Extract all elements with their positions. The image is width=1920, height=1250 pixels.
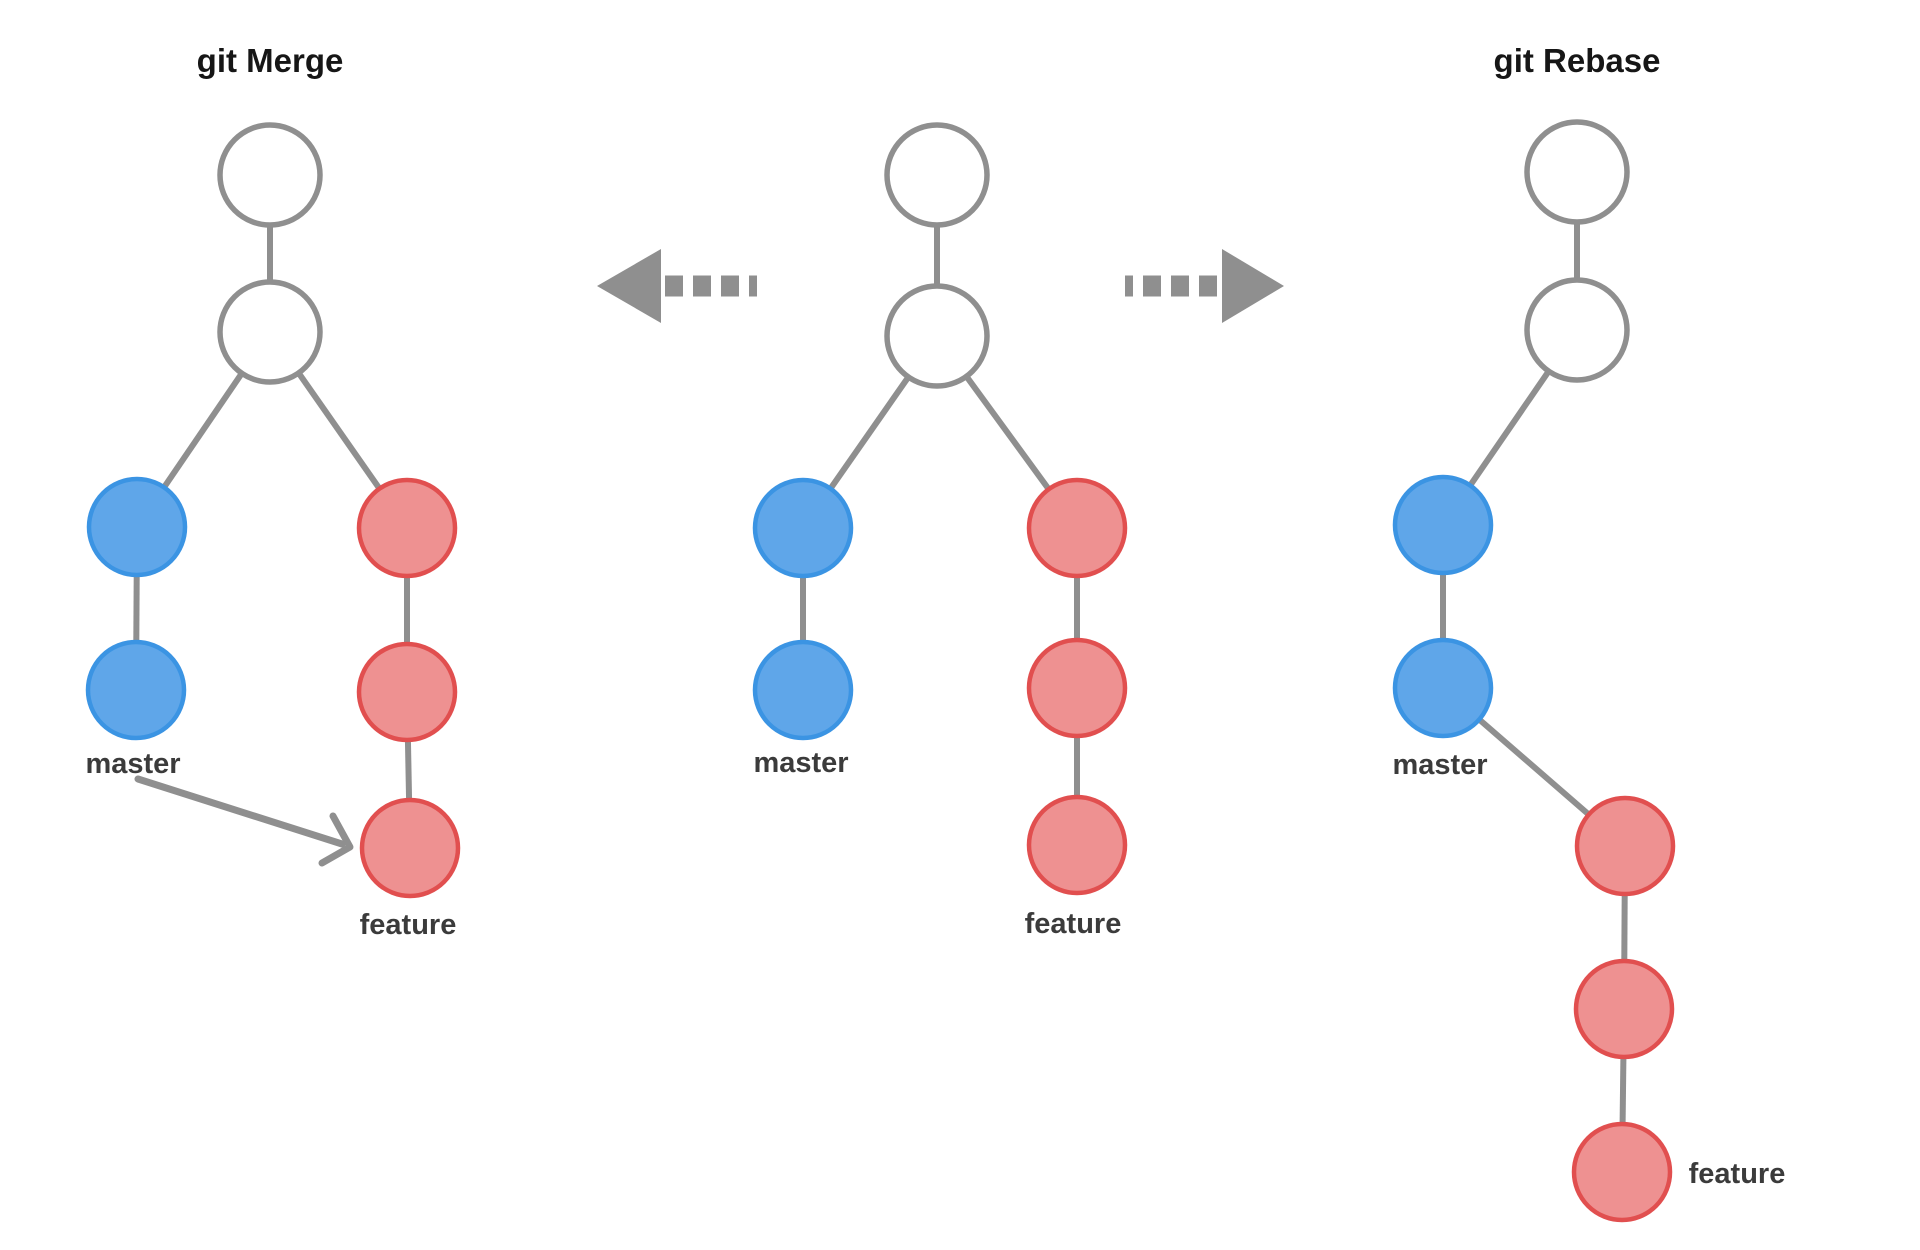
master-commit-node [752, 477, 854, 579]
arrow-shaft [134, 775, 346, 848]
feature-commit-node [359, 797, 461, 899]
dashed-arrow-head [597, 249, 661, 323]
plain-commit-node [884, 283, 990, 389]
dashed-arrow-right [1125, 249, 1284, 323]
master-to-feature-arrow [134, 775, 354, 867]
plain-commit-node [217, 279, 323, 385]
feature-commit-node [1573, 958, 1675, 1060]
base-feature-label: feature [1025, 908, 1122, 940]
plain-commit-node [884, 122, 990, 228]
arrow-head [318, 812, 354, 867]
plain-commit-node [1524, 119, 1630, 225]
merge-feature-label: feature [360, 909, 457, 941]
feature-commit-node [356, 641, 458, 743]
git-rebase-graph [1392, 119, 1676, 1223]
dashed-arrow-head [1222, 249, 1284, 323]
git-merge-graph [85, 122, 461, 899]
plain-commit-node [1524, 277, 1630, 383]
feature-commit-node [1026, 794, 1128, 896]
master-commit-node [752, 639, 854, 741]
dashed-arrow-left [597, 249, 757, 323]
rebase-master-label: master [1392, 749, 1487, 781]
master-commit-node [1392, 474, 1494, 576]
plain-commit-node [217, 122, 323, 228]
master-commit-node [1392, 637, 1494, 739]
git-base-graph [752, 122, 1128, 896]
rebase-feature-label: feature [1689, 1158, 1786, 1190]
feature-commit-node [1026, 637, 1128, 739]
feature-commit-node [1574, 795, 1676, 897]
feature-commit-node [1026, 477, 1128, 579]
merge-master-label: master [85, 748, 180, 780]
master-commit-node [86, 476, 188, 578]
feature-commit-node [356, 477, 458, 579]
master-commit-node [85, 639, 187, 741]
feature-commit-node [1571, 1121, 1673, 1223]
merge-title: git Merge [197, 42, 344, 79]
rebase-title: git Rebase [1494, 42, 1661, 79]
base-master-label: master [753, 747, 848, 779]
